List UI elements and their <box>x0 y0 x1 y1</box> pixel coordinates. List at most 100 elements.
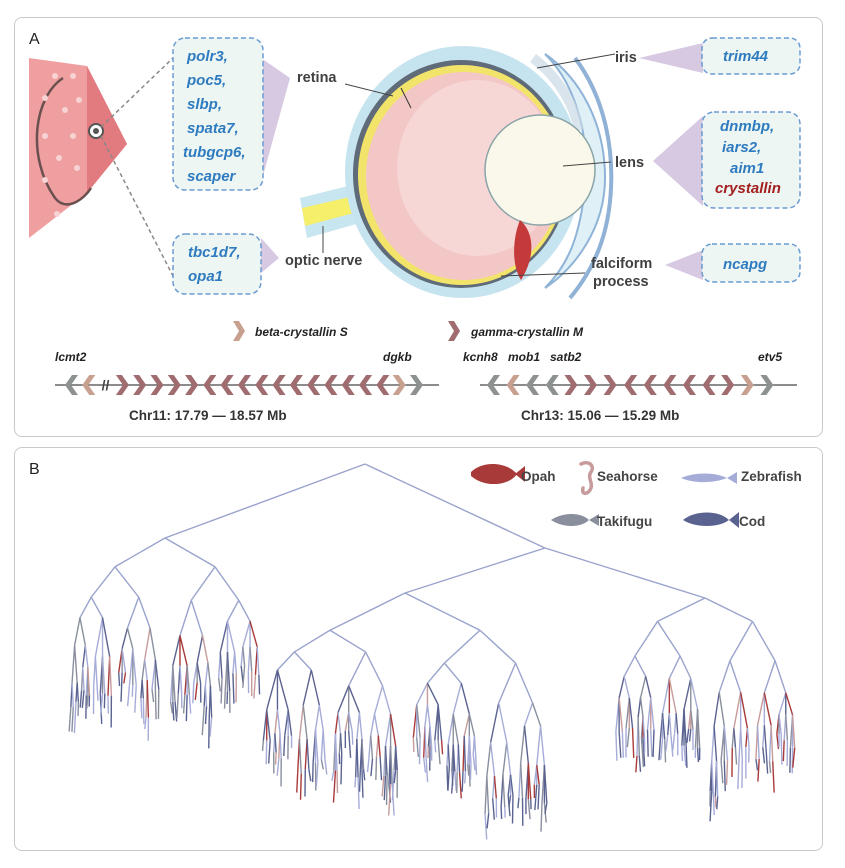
tree-branch <box>131 685 134 697</box>
iris-label: iris <box>615 50 637 66</box>
legend-cod: Cod <box>739 514 765 529</box>
tree-branch <box>484 813 488 840</box>
beta-crystallin-arrow <box>506 375 520 395</box>
tree-branch <box>274 733 277 753</box>
tree-branch <box>324 759 328 775</box>
tree-branch <box>238 599 251 622</box>
tree-branch <box>434 740 437 753</box>
tree-branch <box>690 709 694 730</box>
tree-branch <box>486 813 490 829</box>
tree-branch <box>733 728 737 748</box>
tree-branch <box>356 712 361 740</box>
callout-triangles <box>261 43 703 280</box>
tree-branch <box>463 713 471 737</box>
tree-branch <box>463 735 467 772</box>
tree-branch <box>404 547 546 594</box>
tree-branch <box>265 740 268 765</box>
gamma-crystallin-legend-label: gamma-crystallin M <box>470 325 584 339</box>
tree-branch <box>141 680 145 699</box>
optic-nerve-gene: tbc1d7, <box>188 244 241 261</box>
panel-a: A polr3, poc5, slbp, spata7, tubgcp6, sc… <box>14 17 823 437</box>
tree-branch <box>182 694 186 714</box>
species-legend: Opah Seahorse Zebrafish Takifugu Cod <box>471 460 802 529</box>
tree-branch <box>94 617 104 657</box>
tree-branch <box>101 617 111 657</box>
tree-branch <box>71 706 74 732</box>
tree-branch <box>299 773 302 800</box>
flanking-gene-arrow <box>526 375 540 395</box>
gamma-crystallin-arrow <box>289 375 303 395</box>
tree-branch <box>362 769 366 781</box>
tree-branch <box>204 706 208 725</box>
gamma-crystallin-arrow <box>702 375 716 395</box>
tree-branch <box>517 797 520 809</box>
tree-branch <box>416 737 420 757</box>
tree-branch <box>756 725 760 760</box>
tree-branch <box>142 698 145 725</box>
chr13-gene-a: kcnh8 <box>463 350 498 364</box>
tree-branch <box>87 667 91 696</box>
tree-branch <box>258 674 261 695</box>
tree-branch <box>763 660 776 693</box>
eye-illustration <box>300 46 614 300</box>
tree-branch <box>226 621 236 653</box>
tree-branch <box>712 791 715 816</box>
tree-branch <box>337 712 342 734</box>
tree-branch <box>146 680 150 718</box>
tree-branch <box>772 761 775 793</box>
tree-branch <box>704 597 753 623</box>
beta-crystallin-arrow <box>82 375 96 395</box>
tree-branch <box>276 669 289 711</box>
tree-branch <box>192 682 195 704</box>
tree-branch <box>452 744 456 772</box>
tree-branch <box>785 692 794 715</box>
zebrafish-icon <box>681 472 737 484</box>
tree-branch <box>334 712 339 734</box>
tree-branch <box>426 662 445 684</box>
beta-crystallin-arrow <box>740 375 754 395</box>
retina-gene: poc5, <box>186 72 226 89</box>
falciform-gene: ncapg <box>723 256 767 273</box>
tree-branch <box>114 537 166 568</box>
tree-branch <box>172 701 175 721</box>
tree-branch <box>334 733 338 771</box>
tree-branch <box>650 729 653 757</box>
tree-branch <box>508 795 512 807</box>
cod-icon <box>683 512 739 528</box>
flanking-gene-arrow <box>487 375 500 395</box>
tree-branch <box>458 772 462 799</box>
tree-branch <box>486 742 492 777</box>
tree-branch <box>713 726 718 762</box>
flanking-gene-arrow <box>65 375 78 395</box>
tree-branch <box>416 682 429 706</box>
tree-branch <box>664 739 667 763</box>
tree-branch <box>523 702 534 727</box>
tree-branch <box>634 655 647 677</box>
tree-branch <box>120 672 123 702</box>
retina-gene: scaper <box>187 168 237 185</box>
tree-branch <box>214 566 240 601</box>
tree-branch <box>544 802 548 814</box>
tree-branch <box>447 744 451 766</box>
tree-branch <box>233 652 238 674</box>
tree-branch <box>73 645 78 683</box>
tree-branch <box>642 737 646 767</box>
tree-branch <box>126 627 134 649</box>
tree-branch <box>618 676 625 699</box>
tree-branch <box>457 744 461 773</box>
gamma-crystallin-arrow <box>721 375 735 395</box>
tree-branch <box>540 803 543 832</box>
tree-branch <box>348 712 353 731</box>
tree-branch <box>714 796 717 808</box>
tree-branch <box>615 731 618 761</box>
tree-branch <box>84 645 89 668</box>
tree-branch <box>768 761 772 773</box>
tree-branch <box>543 765 548 804</box>
legend-zebrafish: Zebrafish <box>741 469 802 484</box>
tree-branch <box>447 713 454 745</box>
tree-branch <box>253 674 257 699</box>
gamma-crystallin-arrow <box>663 375 677 395</box>
tree-branch <box>683 678 692 710</box>
tree-branch <box>172 665 176 702</box>
tree-branch <box>68 706 72 732</box>
